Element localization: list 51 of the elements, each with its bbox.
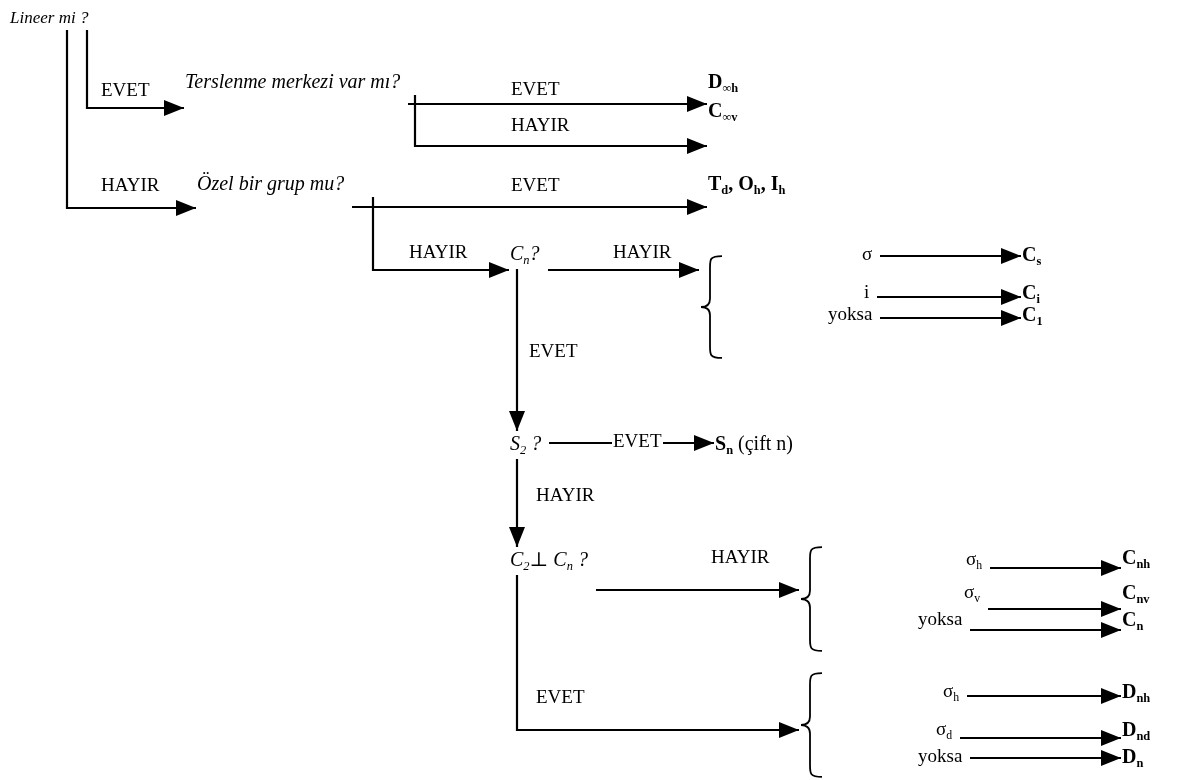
condition-text: σ$_{d}$	[936, 718, 953, 743]
arrow	[509, 459, 525, 547]
arrow	[515, 575, 799, 738]
arrow	[990, 560, 1121, 576]
condition-text: σ	[862, 243, 873, 265]
condition-text: S$_{n}$ (çift n)	[715, 432, 793, 457]
arrow	[413, 95, 707, 154]
arrow	[65, 30, 196, 216]
arrow	[371, 197, 509, 278]
arrow	[960, 730, 1121, 746]
question-text: Özel bir grup mu?	[197, 172, 345, 195]
question-text: Terslenme merkezi var mı?	[185, 70, 401, 93]
arrow	[970, 622, 1121, 638]
curly-brace	[700, 255, 724, 359]
point-group-label: C$_{1}$	[1022, 303, 1043, 328]
condition-text: σ$_{h}$	[966, 548, 983, 573]
arrow	[970, 750, 1121, 766]
arrow	[880, 310, 1021, 326]
arrow	[596, 582, 799, 598]
point-group-label: D$_{n}$	[1122, 745, 1144, 770]
curly-brace	[800, 672, 824, 778]
curly-brace	[800, 546, 824, 652]
question-text: Lineer mi ?	[10, 8, 89, 28]
arrow	[967, 688, 1121, 704]
point-group-label: C$_{nv}$	[1122, 581, 1150, 606]
condition-text: i	[864, 281, 870, 303]
arrow	[548, 262, 699, 278]
point-group-label: D$_{∞h}$	[708, 70, 739, 95]
condition-text: yoksa	[918, 745, 963, 767]
condition-text: yoksa	[828, 303, 873, 325]
arrow	[877, 289, 1021, 305]
point-group-label: C$_{n}$	[1122, 608, 1144, 633]
point-group-label: D$_{nh}$	[1122, 680, 1151, 705]
arrow	[880, 248, 1021, 264]
point-group-label: C$_{s}$	[1022, 243, 1042, 268]
point-group-label: D$_{nd}$	[1122, 718, 1151, 743]
question-text: S$_{2}$ ?	[510, 432, 542, 457]
arrow	[85, 30, 184, 116]
arrow	[408, 96, 707, 112]
arrow	[988, 601, 1121, 617]
condition-text: σ$_{v}$	[964, 581, 981, 606]
arrow	[509, 269, 525, 431]
arrow	[352, 199, 707, 215]
question-text: C$_{2}$⊥ C$_{n}$ ?	[510, 548, 588, 573]
condition-text: yoksa	[918, 608, 963, 630]
condition-text: σ$_{h}$	[943, 680, 960, 705]
point-group-label: C$_{∞v}$	[708, 99, 738, 124]
point-group-label: C$_{nh}$	[1122, 546, 1151, 571]
question-text: C$_{n}$?	[510, 242, 540, 267]
point-group-label: T$_{d}$, O$_{h}$, I$_{h}$	[708, 172, 786, 197]
point-group-label: C$_{i}$	[1022, 281, 1040, 306]
